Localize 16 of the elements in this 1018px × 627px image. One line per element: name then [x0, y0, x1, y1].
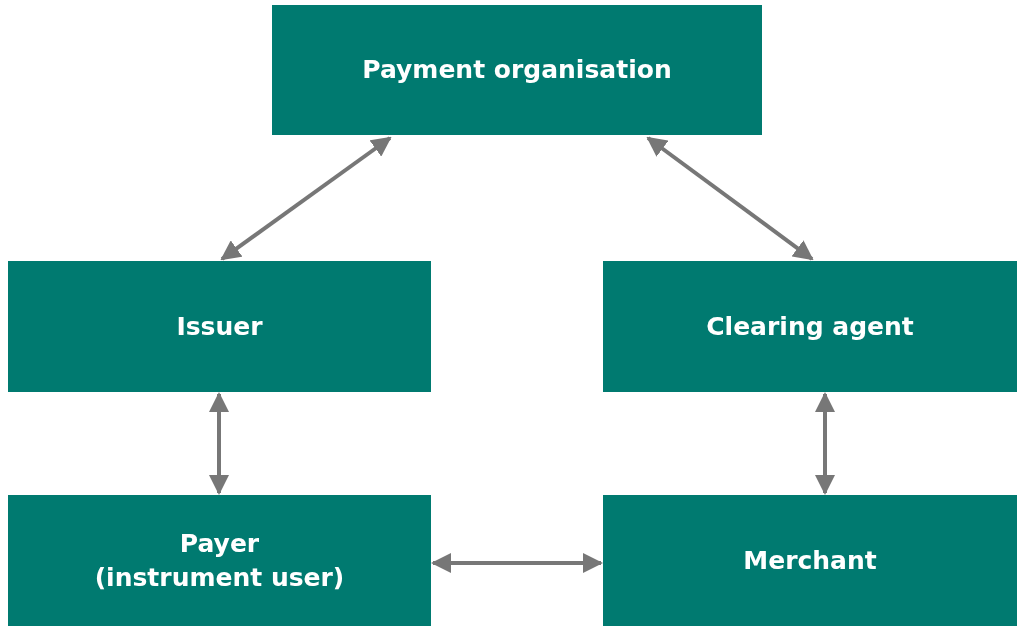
process-box	[8, 495, 431, 626]
process-box	[603, 495, 1017, 626]
box-label: Clearing agent	[706, 310, 914, 343]
box-label: Payment organisation	[362, 54, 672, 86]
box-label: Issuer	[176, 310, 263, 343]
process-box	[272, 5, 762, 135]
double-arrow	[646, 136, 814, 261]
double-arrow	[431, 553, 603, 573]
process-box	[8, 261, 431, 392]
box-label: Payer	[179, 527, 260, 560]
box-label: Merchant	[743, 544, 877, 577]
double-arrow	[815, 392, 835, 495]
box-label: (instrument user)	[94, 561, 345, 594]
double-arrow	[209, 392, 229, 495]
process-box	[603, 261, 1017, 392]
double-arrow	[220, 136, 392, 261]
